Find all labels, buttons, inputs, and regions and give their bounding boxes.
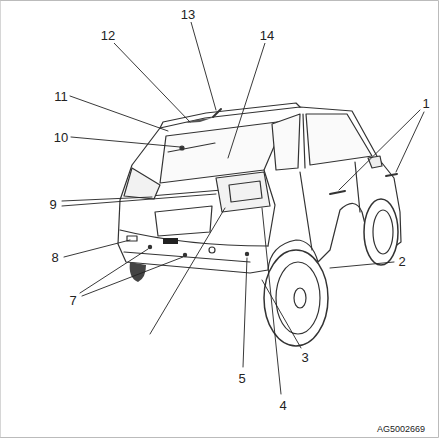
callout-number: 12 [100, 28, 116, 43]
callout-number: 2 [397, 254, 406, 269]
callout-number: 11 [53, 89, 69, 104]
leader-lines [62, 22, 424, 394]
callout-number: 8 [50, 250, 59, 265]
callout-number: 13 [180, 7, 196, 22]
callout-number: 3 [300, 350, 309, 365]
callout-number: 4 [278, 398, 287, 413]
callout-number: 7 [68, 293, 77, 308]
callout-number: 9 [48, 197, 57, 212]
callout-number: 1 [421, 96, 430, 111]
figure-code: AG5002669 [376, 424, 426, 435]
callout-number: 10 [53, 130, 69, 145]
callout-number: 14 [259, 28, 275, 43]
callout-number: 5 [237, 371, 246, 386]
